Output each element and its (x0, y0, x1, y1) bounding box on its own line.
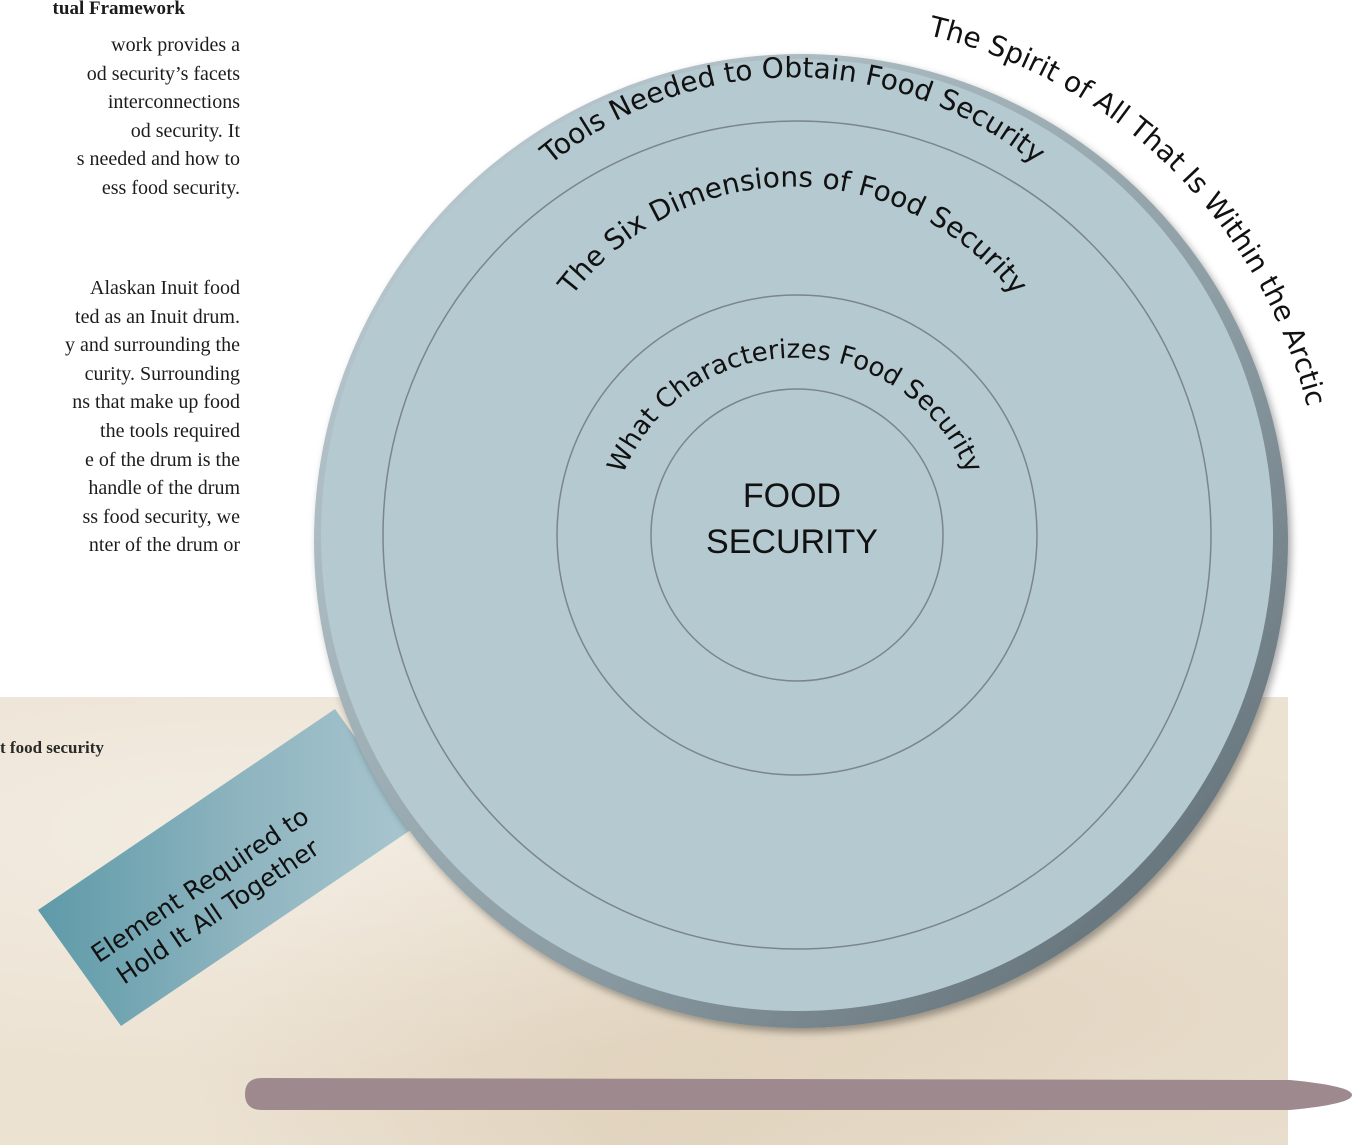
paragraph-line: ss food security, we (82, 505, 240, 528)
ring-3-boundary (382, 120, 1212, 950)
paragraph-line: e of the drum is the (85, 448, 240, 471)
ring-2-boundary (556, 294, 1038, 776)
drum-handle (38, 709, 418, 1026)
paragraph-line: y and surrounding the (65, 334, 240, 357)
paragraph-line: ns that make up food (72, 391, 240, 414)
paragraph-line: od security. It (130, 119, 240, 142)
paragraph-line: work provides a (111, 34, 240, 56)
paragraph-line: s needed and how to (76, 148, 240, 171)
figure-caption: t food security (0, 738, 104, 757)
drum-stick (245, 1078, 1352, 1110)
paragraph-line: interconnections (107, 91, 240, 114)
center-label-line-2: SECURITY (706, 523, 878, 561)
paragraph-line: ess food security. (101, 176, 240, 199)
paragraph-line: od security’s facets (86, 62, 240, 85)
paragraph-line: the tools required (100, 419, 240, 442)
paragraph-line: ted as an Inuit drum. (75, 305, 240, 328)
center-label-line-1: FOOD (743, 477, 841, 515)
paragraph-line: curity. Surrounding (84, 362, 240, 385)
paragraph-line: Alaskan Inuit food (90, 277, 240, 299)
paragraph-line: nter of the drum or (88, 534, 240, 557)
framework-heading: tual Framework (52, 0, 185, 19)
framework-paragraph-1: work provides a od security’s facets int… (0, 31, 240, 203)
paragraph-line: handle of the drum (88, 477, 240, 500)
drum-face (321, 59, 1273, 1011)
framework-paragraph-2: Alaskan Inuit food ted as an Inuit drum.… (0, 274, 240, 560)
ring-1-boundary (650, 388, 944, 682)
